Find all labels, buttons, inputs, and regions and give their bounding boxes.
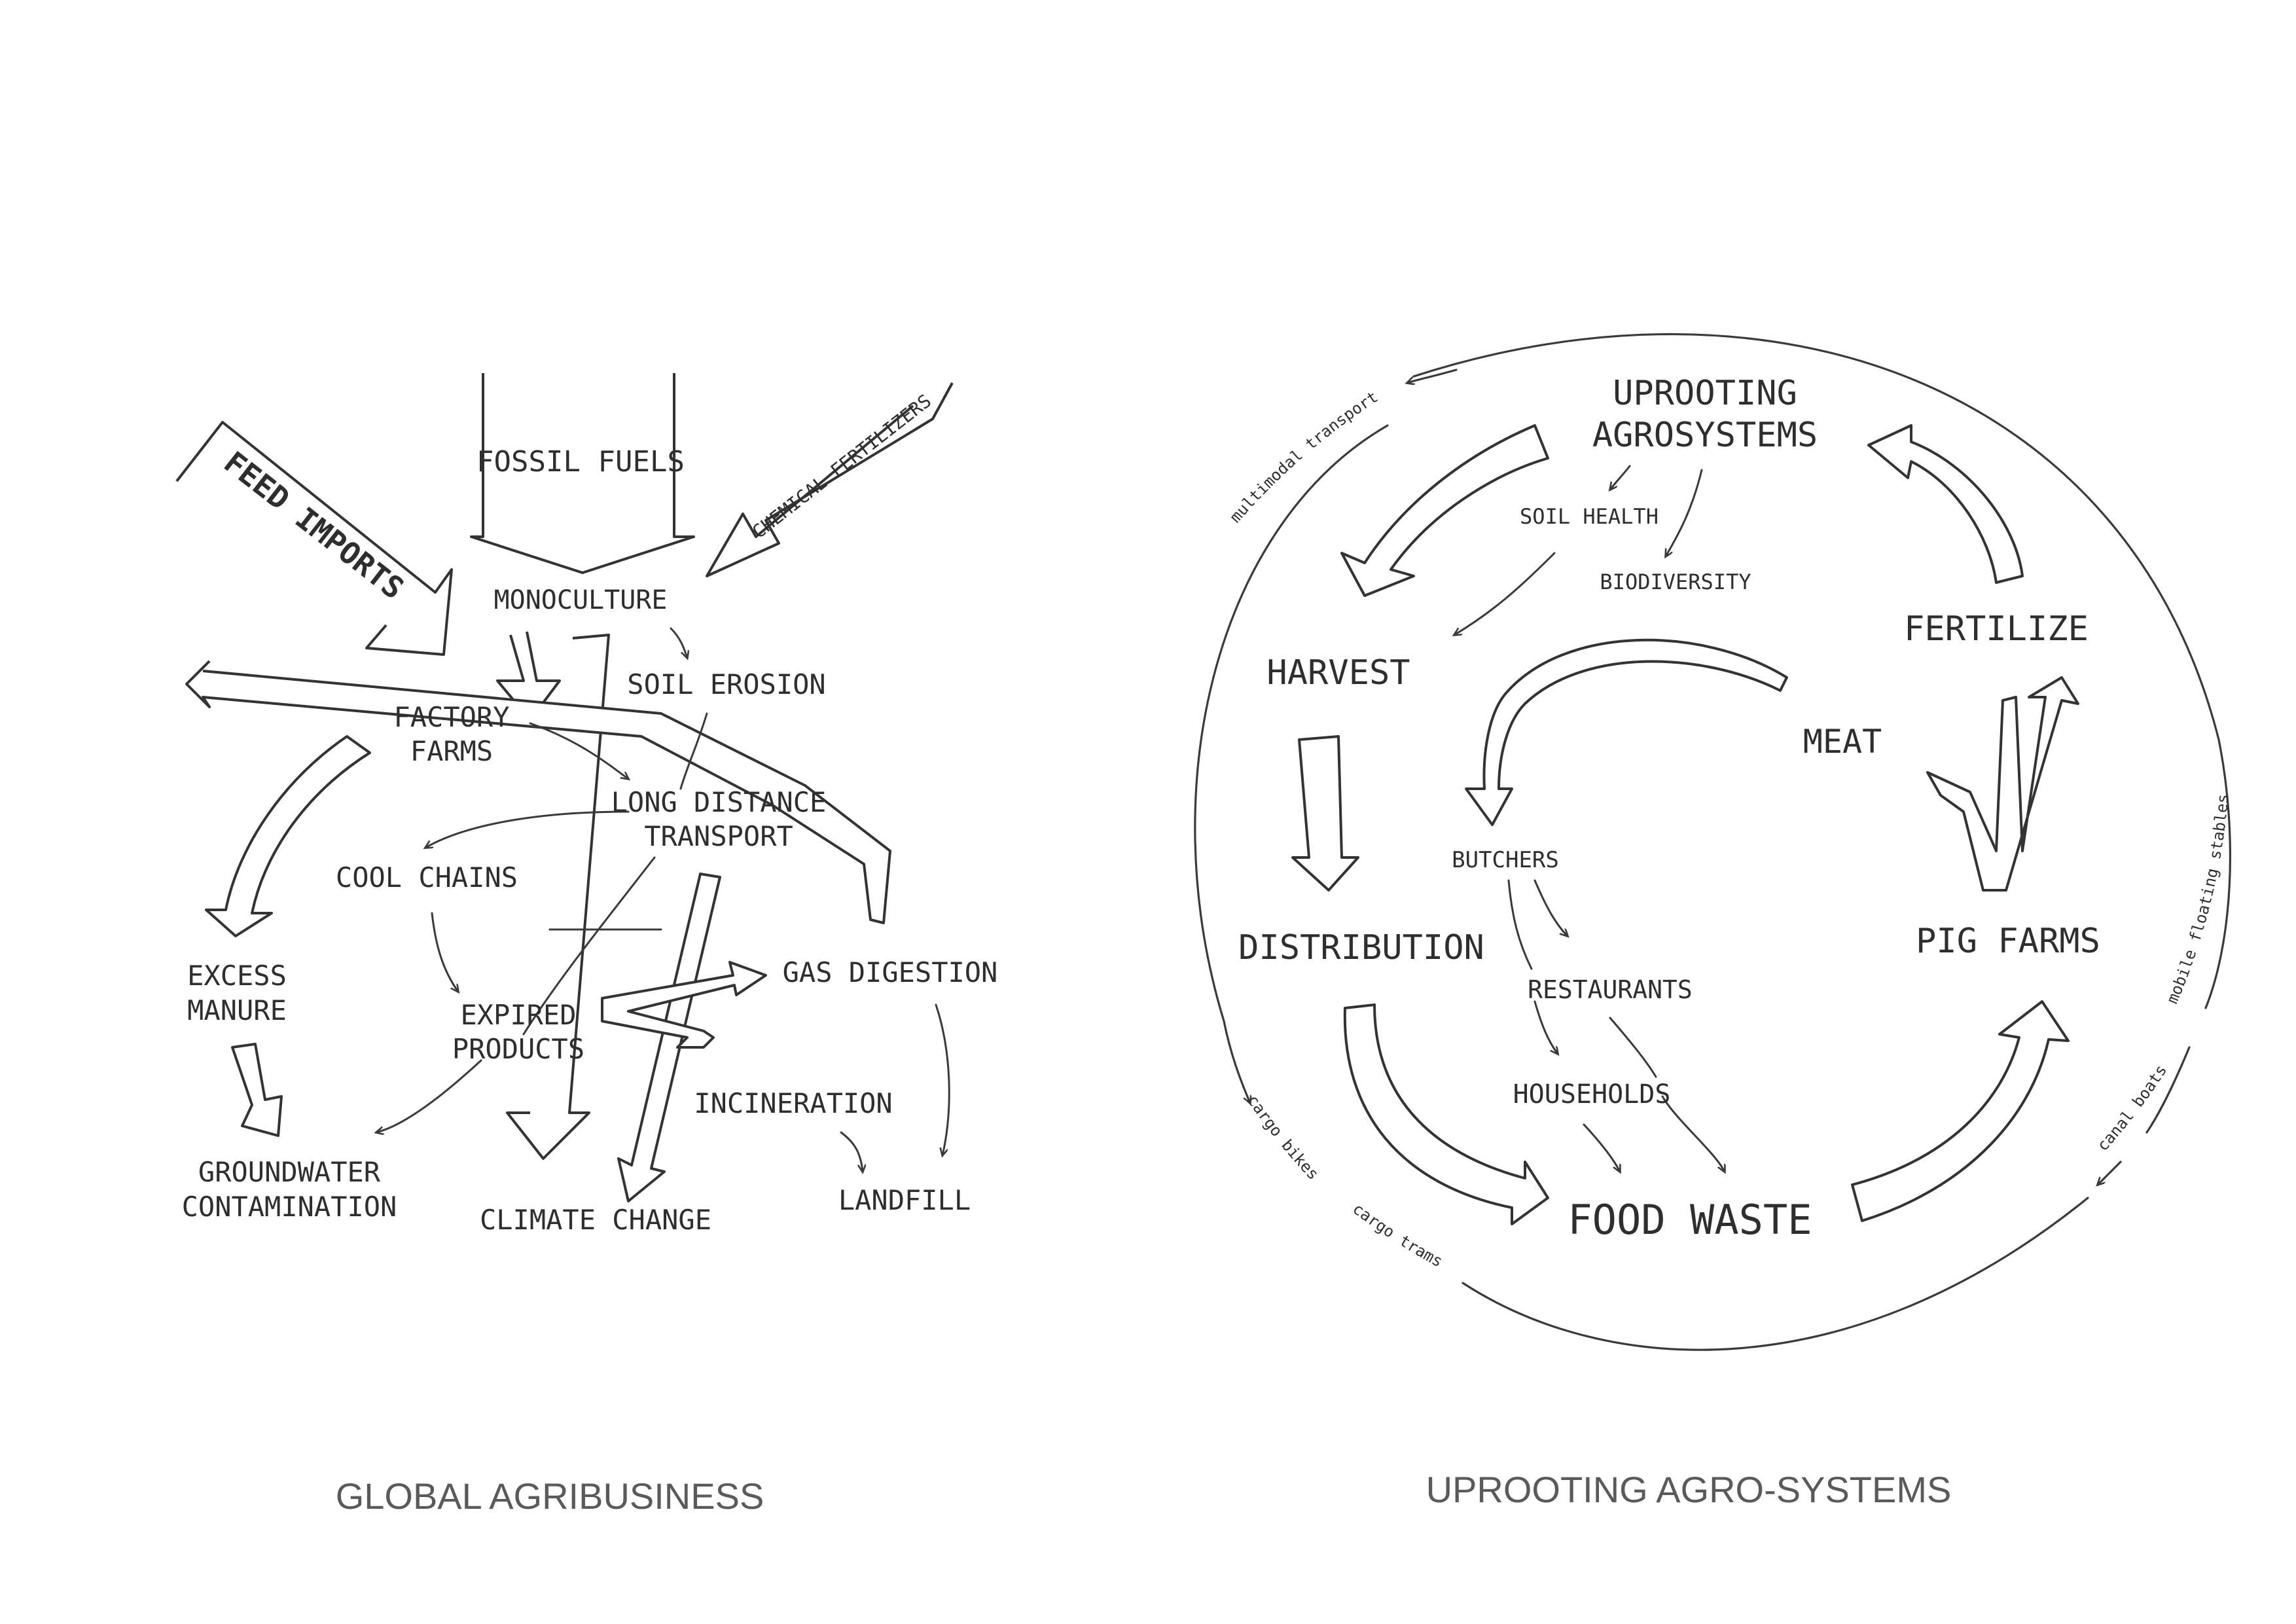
manure-curved-arrow (205, 735, 371, 937)
outer-transport-ring (1412, 333, 2232, 1009)
food-waste-to-pig-farms-arrow (1851, 1000, 2070, 1222)
label-chemical-fertilizers: CHEMICAL FERTILIZERS (748, 390, 935, 543)
climate-vertical-arrow (506, 634, 610, 1160)
distribution-to-food-waste-arrow (1343, 1003, 1549, 1225)
harvest-to-distribution-arrow (1291, 735, 1359, 892)
label-agrosystems: AGROSYSTEMS (1592, 416, 1818, 455)
ring-label-cargo-bikes: cargo bikes (1244, 1091, 1323, 1183)
caption-uprooting-agro-systems: UPROOTING AGRO-SYSTEMS (1426, 1469, 1952, 1510)
uprooting-to-harvest-arrow (1340, 424, 1549, 597)
label-restaurants: RESTAURANTS (1528, 975, 1693, 1004)
ring-label-mobile-floating-stables: mobile floating stables (2163, 793, 2233, 1007)
label-fertilize: FERTILIZE (1904, 609, 2089, 649)
feed-imports-arrow (175, 421, 453, 656)
label-uprooting: UPROOTING (1613, 374, 1797, 413)
pig-farms-to-fertilize-arrow (1926, 676, 2079, 892)
label-meat: MEAT (1803, 723, 1882, 761)
label-monoculture: MONOCULTURE (494, 585, 668, 615)
label-expired: EXPIRED (460, 999, 576, 1031)
fossil-fuels-arrow (470, 373, 695, 574)
label-distribution: DISTRIBUTION (1238, 928, 1484, 967)
label-soil-erosion: SOIL EROSION (627, 668, 825, 700)
label-butchers: BUTCHERS (1452, 847, 1559, 873)
meat-to-butchers-arrow (1465, 638, 1788, 826)
label-food-waste: FOOD WASTE (1568, 1196, 1812, 1244)
label-fossil-fuels: FOSSIL FUELS (476, 445, 685, 478)
label-farms: FARMS (410, 735, 493, 767)
uprooting-agro-systems-diagram: multimodal transport mobile floating sta… (1194, 333, 2233, 1351)
fertilize-to-uprooting-arrow (1867, 424, 2024, 584)
label-incineration: INCINERATION (694, 1087, 892, 1119)
label-soil-health: SOIL HEALTH (1520, 504, 1659, 529)
ring-label-cargo-trams: cargo trams (1349, 1199, 1446, 1271)
caption-global-agribusiness: GLOBAL AGRIBUSINESS (336, 1475, 764, 1517)
label-cool-chains: COOL CHAINS (336, 861, 518, 893)
label-harvest: HARVEST (1266, 653, 1410, 693)
label-biodiversity: BIODIVERSITY (1600, 569, 1751, 594)
manure-to-groundwater-arrow (231, 1043, 283, 1137)
ring-label-multimodal-transport: multimodal transport (1226, 388, 1381, 526)
label-groundwater: GROUNDWATER (198, 1156, 381, 1188)
label-long-distance: LONG DISTANCE (611, 786, 827, 818)
global-agribusiness-diagram: FOSSIL FUELS FEED IMPORTS CHEMICAL FERTI… (175, 373, 998, 1236)
label-landfill: LANDFILL (838, 1184, 971, 1216)
label-pig-farms: PIG FARMS (1916, 922, 2100, 961)
label-excess: EXCESS (187, 960, 287, 992)
label-factory: FACTORY (393, 701, 509, 733)
label-transport: TRANSPORT (644, 820, 793, 852)
label-contamination: CONTAMINATION (182, 1191, 397, 1223)
label-gas-digestion: GAS DIGESTION (783, 956, 998, 988)
label-manure: MANURE (187, 994, 287, 1026)
products-to-gas-arrow (601, 961, 767, 1049)
label-products: PRODUCTS (452, 1033, 584, 1065)
transport-to-climate-arrow (617, 873, 721, 1202)
chemical-fertilizers-arrow (706, 382, 954, 577)
ring-label-canal-boats: canal boats (2094, 1062, 2171, 1155)
factory-farms-wide-arrow (185, 660, 891, 924)
label-climate-change: CLIMATE CHANGE (480, 1204, 711, 1236)
label-households: HOUSEHOLDS (1513, 1079, 1671, 1110)
